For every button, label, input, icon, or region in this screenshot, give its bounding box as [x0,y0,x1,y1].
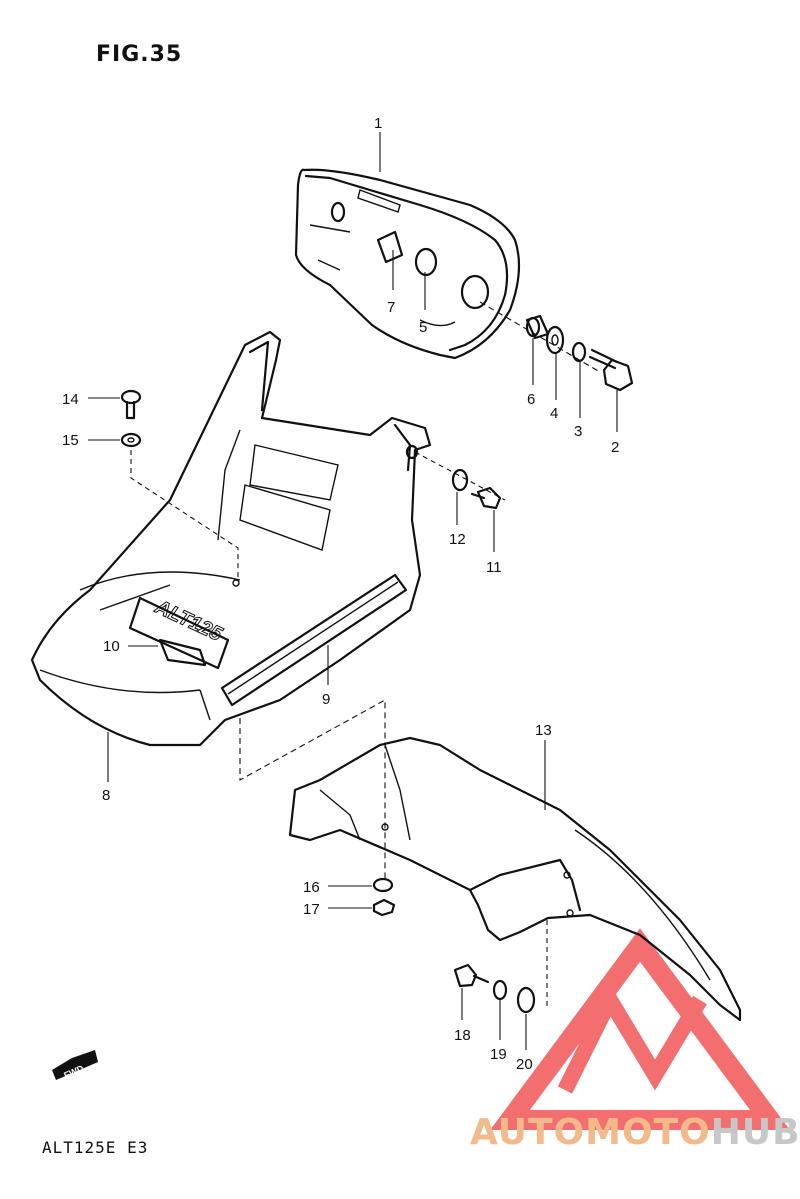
callout-5: 5 [419,319,427,336]
callout-1: 1 [374,115,382,132]
washer-15 [120,432,142,448]
washer-16 [372,877,394,893]
bolt-18 [453,963,490,988]
fwd-arrow-icon: FWD [52,1050,98,1081]
watermark-brand-part2: HUB [710,1112,800,1153]
callout-3: 3 [574,423,582,440]
screw-14 [120,389,142,420]
callout-10: 10 [103,638,120,655]
callout-19: 19 [490,1046,507,1063]
watermark-brand-part1: AUTOMOTO [470,1112,711,1153]
callout-9: 9 [322,691,330,708]
callout-11: 11 [486,559,502,576]
decal-text: ALT125 [151,596,226,647]
callout-14: 14 [62,391,79,408]
callout-16: 16 [303,879,320,896]
callout-8: 8 [102,787,110,804]
bolt-2 [588,348,634,392]
callout-numbers: 1 2 3 4 5 6 7 8 9 10 11 12 13 14 15 16 1… [62,115,619,1073]
inner-fender-13 [288,736,742,1022]
model-code: ALT125E E3 [42,1138,149,1157]
callout-2: 2 [611,439,619,456]
callout-20: 20 [516,1056,533,1073]
washer-4 [545,325,565,355]
callout-6: 6 [527,391,535,408]
lock-washer-3 [571,341,587,363]
spacer-collar [525,314,550,340]
side-reflector-9 [220,573,408,707]
callout-18: 18 [454,1027,471,1044]
rear-fender-8 [30,330,432,747]
callout-15: 15 [62,432,79,449]
callout-12: 12 [449,531,466,548]
callout-leaders [88,132,618,1050]
callout-17: 17 [303,901,320,918]
decal-10: ALT125 [128,595,230,670]
watermark-brand: AUTOMOTOHUB [470,1112,800,1153]
bolt-11 [470,486,502,510]
nut-17 [372,898,396,917]
callout-13: 13 [535,722,552,739]
washer-19 [492,979,508,1001]
tail-light-housing [294,168,521,360]
collar-20 [516,986,536,1014]
watermark-logo [490,928,790,1130]
figure-title: FIG.35 [96,42,183,67]
washer-12 [451,468,469,492]
callout-4: 4 [550,405,558,422]
callout-7: 7 [387,299,395,316]
